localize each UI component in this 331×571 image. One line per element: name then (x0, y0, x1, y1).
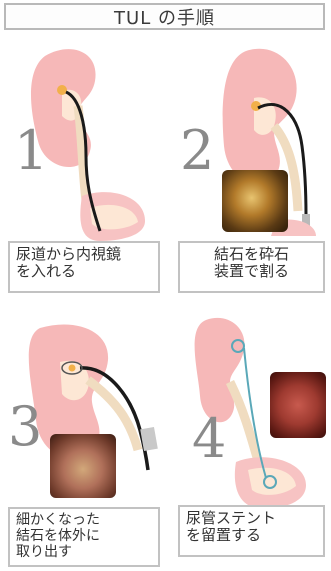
kidney-stone (57, 85, 67, 95)
step3-endoscope-photo (50, 434, 116, 498)
step4-endoscope-photo (270, 372, 326, 438)
kidney-stone (69, 365, 76, 372)
step1-number: 1 (14, 124, 48, 178)
step2-number: 2 (180, 124, 214, 178)
step4-caption: 尿管ステント を留置する (178, 505, 325, 557)
step4-number: 4 (192, 412, 226, 466)
title-banner: TUL の手順 (4, 3, 325, 30)
step2-caption: 結石を砕石 装置で割る (178, 241, 325, 293)
step2-endoscope-photo (222, 170, 288, 232)
page-title: TUL の手順 (114, 4, 215, 30)
step3-number: 3 (8, 400, 42, 454)
step3-caption: 細かくなった 結石を体外に 取り出す (8, 507, 160, 567)
step1-caption: 尿道から内視鏡 を入れる (8, 241, 160, 293)
